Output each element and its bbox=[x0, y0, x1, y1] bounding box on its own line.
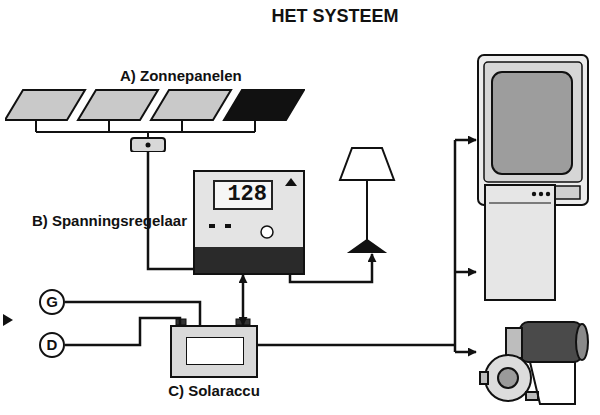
water-pump bbox=[520, 322, 582, 362]
battery-label-plate bbox=[186, 337, 244, 365]
terminal-circle: D bbox=[39, 332, 65, 358]
panel-wire bbox=[108, 120, 110, 132]
terminal-strip bbox=[195, 247, 303, 273]
terminal-letter: G bbox=[46, 293, 58, 311]
part-label: C) Solaraccu bbox=[168, 382, 260, 399]
display-reading: 128 bbox=[227, 182, 267, 208]
diagram-title: HET SYSTEEM bbox=[0, 6, 600, 27]
television bbox=[478, 55, 588, 205]
solar-battery: C) Solaraccu bbox=[170, 325, 258, 378]
refrigerator bbox=[532, 192, 536, 196]
load-bus bbox=[455, 139, 476, 142]
input-arrow bbox=[3, 314, 13, 326]
refrigerator bbox=[485, 185, 555, 300]
television bbox=[492, 72, 572, 174]
television bbox=[478, 55, 588, 205]
water-pump bbox=[480, 372, 488, 384]
part-label: B) Spanningsregelaar bbox=[32, 212, 187, 229]
junction-box bbox=[131, 138, 165, 152]
lcd-display: 128 bbox=[213, 180, 273, 210]
solar-panels bbox=[5, 88, 305, 152]
load-bus bbox=[454, 140, 457, 352]
solar-panel-array: A) Zonnepanelen bbox=[5, 88, 305, 152]
water-pump bbox=[576, 324, 588, 360]
lamp-symbol bbox=[350, 240, 384, 252]
load-bus bbox=[455, 271, 476, 274]
part-label: A) Zonnepanelen bbox=[120, 67, 242, 84]
load-bus bbox=[455, 351, 476, 354]
lamp-symbol bbox=[366, 180, 368, 242]
water-pump bbox=[485, 355, 531, 401]
led bbox=[209, 224, 215, 228]
refrigerator bbox=[489, 203, 551, 204]
refrigerator bbox=[539, 192, 543, 196]
lamp-symbol bbox=[340, 148, 394, 252]
panel-wire bbox=[254, 120, 256, 132]
solar-panel bbox=[224, 90, 304, 120]
wire bbox=[148, 152, 193, 269]
television bbox=[484, 62, 582, 182]
load-bus bbox=[258, 344, 455, 347]
wire bbox=[242, 275, 245, 325]
panel-wire bbox=[181, 120, 183, 132]
water-pump bbox=[530, 362, 575, 404]
terminal-letter: D bbox=[47, 336, 58, 354]
refrigerator bbox=[485, 185, 555, 300]
water-pump bbox=[480, 322, 588, 404]
water-pump bbox=[498, 368, 518, 388]
lamp-symbol bbox=[340, 148, 394, 180]
indicator bbox=[285, 178, 297, 186]
wire bbox=[65, 318, 180, 345]
panel-wire bbox=[35, 120, 37, 132]
knob bbox=[261, 226, 273, 238]
input-arrow bbox=[3, 314, 13, 326]
terminal-circle: G bbox=[39, 289, 65, 315]
water-pump bbox=[526, 392, 538, 400]
solar-panel bbox=[78, 90, 158, 120]
solar-panel bbox=[5, 90, 85, 120]
led bbox=[225, 224, 231, 228]
refrigerator bbox=[546, 192, 550, 196]
voltage-regulator: B) Spanningsregelaar128 bbox=[193, 170, 305, 275]
water-pump bbox=[506, 328, 522, 358]
junction-dot bbox=[146, 143, 151, 148]
solar-panel bbox=[151, 90, 231, 120]
